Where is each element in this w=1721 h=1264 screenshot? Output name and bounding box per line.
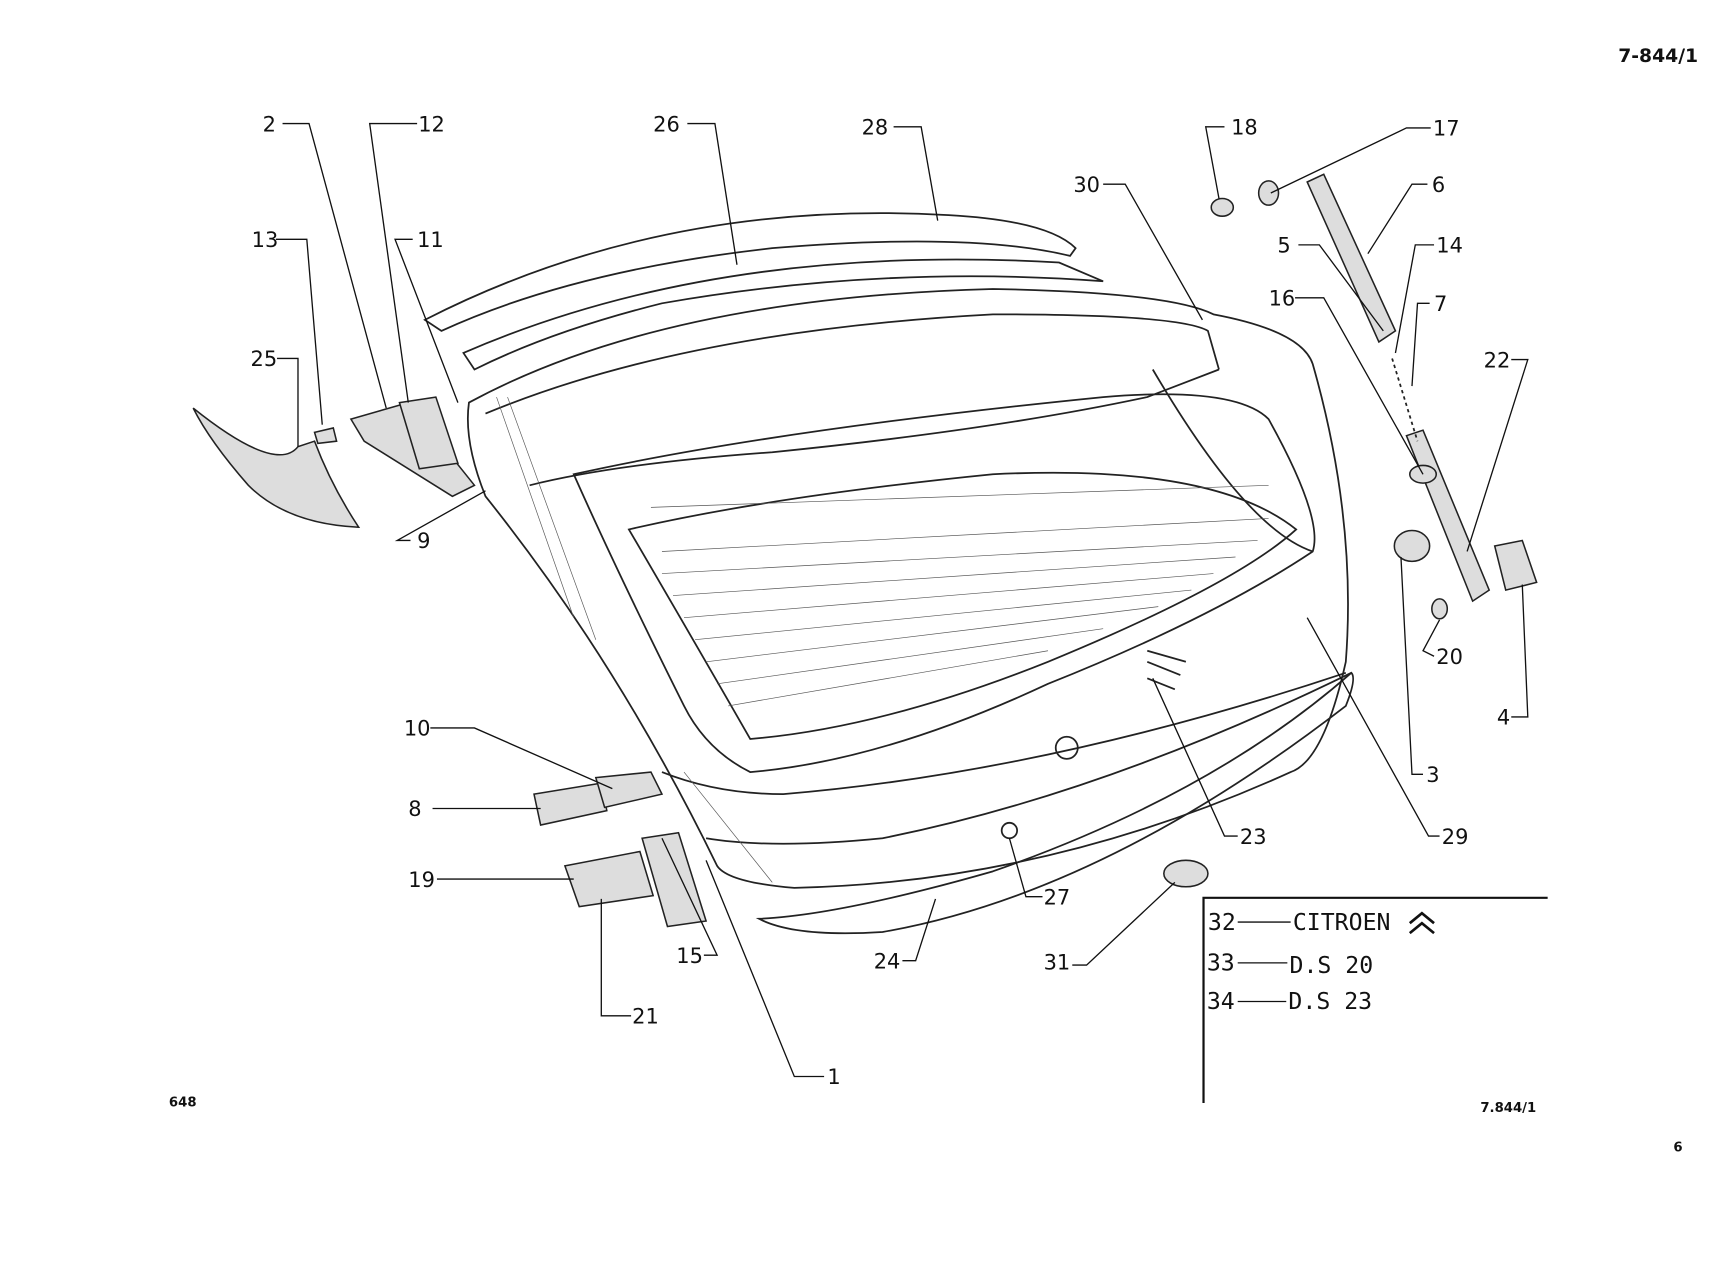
callout-31: 31 <box>1044 951 1071 975</box>
callout-25: 25 <box>251 347 278 371</box>
legend-row-33: 33 D.S 20 <box>1207 951 1373 979</box>
callout-4: 4 <box>1497 706 1510 730</box>
footer-code: 648 <box>169 1095 197 1110</box>
callout-30: 30 <box>1073 173 1100 197</box>
callout-28: 28 <box>862 116 889 140</box>
callout-15: 15 <box>676 944 703 968</box>
legend-number: 33 <box>1207 951 1235 977</box>
callout-16: 16 <box>1269 287 1296 311</box>
callout-9: 9 <box>417 529 430 553</box>
callout-13: 13 <box>252 228 279 252</box>
legend-row-34: 34 D.S 23 <box>1207 989 1372 1015</box>
callout-labels: 1 2 3 4 5 6 7 8 9 10 11 12 13 14 15 16 1… <box>251 112 1511 1089</box>
callout-11: 11 <box>417 228 444 252</box>
callout-24: 24 <box>874 949 901 973</box>
reference-bottom: 7.844/1 <box>1480 1101 1536 1116</box>
callout-10: 10 <box>404 717 431 741</box>
callout-14: 14 <box>1436 234 1463 258</box>
page-number: 6 <box>1673 1140 1682 1155</box>
leader-lines <box>275 122 1529 1078</box>
callout-26: 26 <box>653 112 680 136</box>
legend-box: 32 CITROEN 33 D.S 20 34 D.S 23 <box>1202 896 1548 1103</box>
legend-number: 34 <box>1207 989 1235 1015</box>
callout-23: 23 <box>1240 825 1267 849</box>
legend-text: D.S 20 <box>1290 953 1374 979</box>
legend-text: D.S 23 <box>1288 989 1372 1015</box>
callout-1: 1 <box>827 1065 840 1089</box>
callout-27: 27 <box>1044 885 1071 909</box>
callout-12: 12 <box>418 112 445 136</box>
legend-number: 32 <box>1208 910 1236 936</box>
tailgate-drawing <box>192 173 1538 935</box>
callout-17: 17 <box>1433 117 1460 141</box>
callout-19: 19 <box>408 868 435 892</box>
callout-3: 3 <box>1426 763 1439 787</box>
callout-6: 6 <box>1432 173 1445 197</box>
callout-20: 20 <box>1436 645 1463 669</box>
legend-text: CITROEN <box>1293 910 1391 936</box>
callout-5: 5 <box>1277 234 1290 258</box>
legend-row-32: 32 CITROEN <box>1208 910 1435 936</box>
callout-2: 2 <box>263 112 276 136</box>
callout-22: 22 <box>1484 348 1511 372</box>
citroen-double-chevron-icon <box>1408 911 1435 935</box>
callout-29: 29 <box>1442 825 1469 849</box>
callout-8: 8 <box>408 797 421 821</box>
callout-18: 18 <box>1231 116 1258 140</box>
callout-7: 7 <box>1434 292 1447 316</box>
reference-top: 7-844/1 <box>1618 46 1698 67</box>
callout-21: 21 <box>632 1005 659 1029</box>
